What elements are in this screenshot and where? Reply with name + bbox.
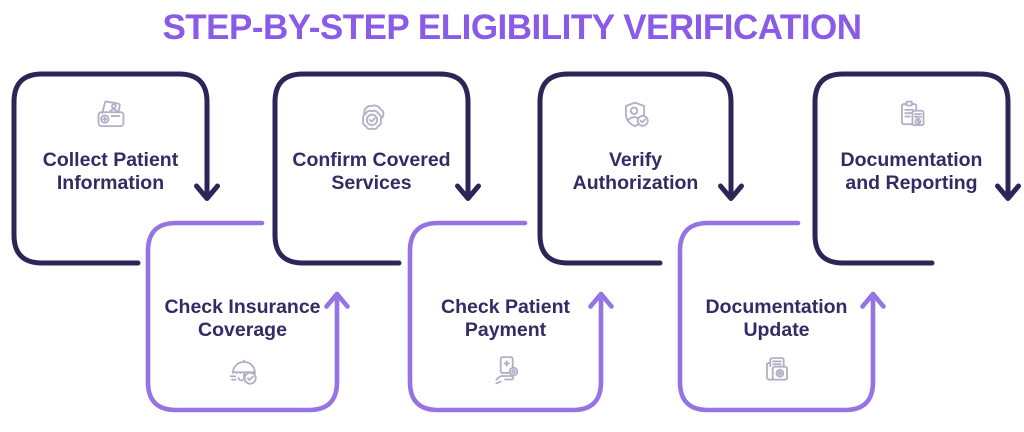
step-label-check-patient-payment: Check Patient Payment [441,296,570,342]
shield-user-check-icon [613,94,659,140]
step-label-confirm-covered-services: Confirm Covered Services [292,149,451,195]
step-verify-authorization: Verify Authorization [540,92,731,196]
up-arrow-icon-step-4 [588,291,614,309]
badge-check-icon [349,94,395,140]
documents-photo-icon [754,349,800,395]
step-label-collect-patient-information: Collect Patient Information [42,149,179,195]
umbrella-check-icon [220,349,266,395]
down-arrow-icon-step-1 [194,183,220,201]
box-outline-step-3 [272,71,471,266]
box-outline-step-6 [677,220,876,413]
clipboard-report-icon [889,94,935,140]
step-confirm-covered-services: Confirm Covered Services [275,92,468,196]
box-outline-step-5 [537,71,734,266]
step-collect-patient-information: Collect Patient Information [14,92,207,196]
down-arrow-icon-step-3 [455,183,481,201]
box-outline-step-7 [812,71,1011,266]
up-arrow-icon-step-6 [860,291,886,309]
step-label-documentation-update: Documentation Update [705,296,848,342]
box-outline-step-1 [11,71,210,266]
step-documentation-and-reporting: Documentation and Reporting [815,92,1008,196]
step-documentation-update: Documentation Update [680,296,873,395]
step-label-check-insurance-coverage: Check Insurance Coverage [164,296,321,342]
step-check-patient-payment: Check Patient Payment [410,296,601,395]
payment-hand-icon [483,349,529,395]
box-outline-step-2 [145,220,340,413]
step-check-insurance-coverage: Check Insurance Coverage [148,296,337,395]
step-label-documentation-and-reporting: Documentation and Reporting [840,149,983,195]
step-label-verify-authorization: Verify Authorization [572,149,699,195]
patient-file-icon [88,94,134,140]
page-title: STEP-BY-STEP ELIGIBILITY VERIFICATION [162,8,862,47]
box-outline-step-4 [407,220,604,413]
down-arrow-icon-step-5 [718,183,744,201]
down-arrow-icon-step-7 [995,183,1021,201]
up-arrow-icon-step-2 [324,291,350,309]
